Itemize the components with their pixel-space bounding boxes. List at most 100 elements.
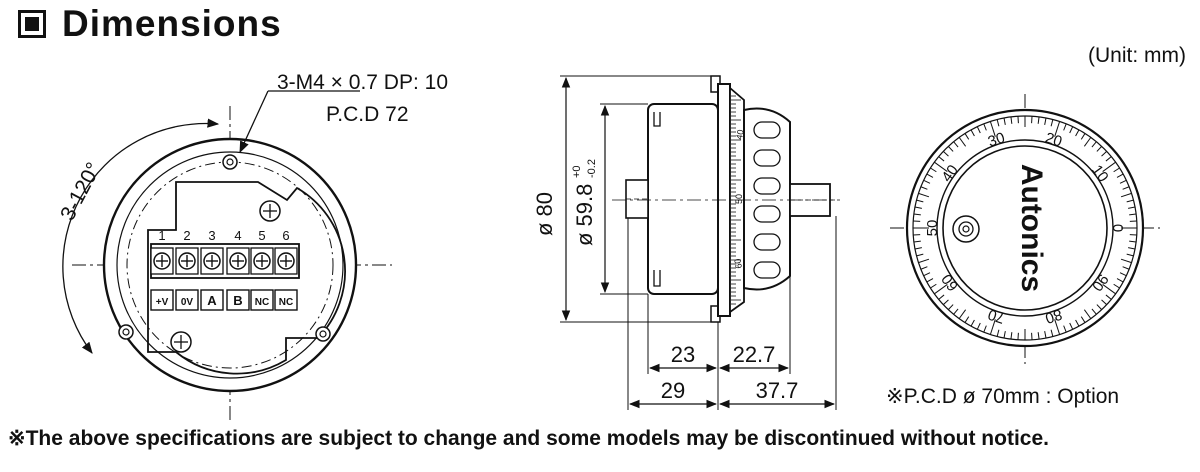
dial-face-tick [1069,322,1074,330]
dial-face-tick [953,141,959,148]
dial-face-tick [923,179,931,184]
dial-number: 40 [938,162,962,185]
dial-face-tick [1129,240,1137,243]
terminal-number: 5 [258,228,265,243]
dial-face-tick [983,325,987,333]
dial-number: 20 [1043,129,1064,150]
dial-face-tick [938,294,945,300]
dial-face-tick [916,199,924,203]
dial-face-tick [1044,117,1047,125]
terminal-number: 6 [282,228,289,243]
dial-face-tick [1075,319,1080,327]
terminal-label: B [233,293,242,308]
dial-face-tick [1037,116,1040,124]
dial-view [890,94,1160,364]
terminal-label: NC [279,297,293,308]
dial-face-tick [1119,272,1127,277]
dial-face-tick [913,240,921,243]
dial-face-tick [1120,258,1132,264]
dim-29-label: 29 [661,378,685,403]
thread-callout: 3-M4 × 0.7 DP: 10 [277,71,448,94]
dim-inner-tol-lower: -0.2 [586,159,598,178]
terminal-4 [226,247,250,275]
dial-face-tick [1075,129,1080,137]
thread-leader [240,90,360,152]
dial-face-ticks [913,116,1137,340]
dial-face-tick [1128,206,1136,209]
terminal-2 [175,247,199,275]
dial-face-tick [1120,192,1132,198]
dial-face-tick [914,247,922,250]
dial-face-tick [947,304,954,310]
dial-face-tick [996,119,1000,127]
dial-face-tick [1010,332,1013,340]
terminal-label-box [274,289,298,311]
dial-face-tick [1063,325,1067,333]
side-dial-mark-50: 50 [734,194,744,204]
dial-face-tick [930,167,937,173]
dial-face-tick [943,150,949,157]
mount-hole-left [118,324,134,340]
dial-face-tick [1113,167,1120,173]
dial-scale-inner [936,139,1114,317]
dial-face-tick [989,121,996,137]
dial-number: 80 [1043,305,1064,326]
side-dial-mark-60: 60 [732,258,744,270]
dial-face-tick [1122,186,1130,190]
terminal-6 [274,247,298,275]
dial-face-tick [1102,284,1116,295]
brand-logo: Autonics [1015,164,1048,292]
dial-face-tick [1083,309,1092,319]
dial-face-tick [983,123,987,131]
terminal-label: NC [255,297,269,308]
dial-face-tick [989,319,996,335]
dial-face-tick [1129,213,1137,216]
terminal-3 [200,247,224,275]
dim-inner-tol-upper: +0 [571,165,583,178]
terminal-label: A [207,293,217,308]
dial-face-tick [1105,156,1112,162]
terminal-number: 3 [208,228,215,243]
dial-face-tick [1003,331,1006,339]
terminal-label-box [175,289,199,311]
dial-face-tick [943,299,949,306]
dial-face-tick [1096,146,1103,152]
dial-face-tick [1101,150,1107,157]
dial-face-tick [1091,308,1097,315]
rear-body [647,103,719,295]
dial-face-tick [1054,121,1061,137]
dial-face-tick [1054,319,1061,335]
dial-face-tick [964,316,970,323]
dial-face-tick [1122,266,1130,270]
dial-number: 50 [924,220,941,237]
pcd-callout: P.C.D 72 [326,103,409,126]
terminal-number: 2 [183,228,190,243]
dial-face-tick [930,283,937,289]
dial-face-tick [1080,133,1086,140]
dial-face-tick [970,319,975,327]
rear-slot-top [653,112,661,127]
dial-face-tick [1102,161,1116,172]
unit-note: (Unit: mm) [1088,44,1186,67]
dial-face-tick [1126,253,1134,257]
dial-face-tick [926,173,934,178]
option-note: ※P.C.D ø 70mm : Option [886,385,1119,408]
filled-square-icon [18,10,46,38]
knob-grooves [753,121,781,279]
disclaimer-note: ※The above specifications are subject to… [8,427,1049,450]
dial-face-tick [964,133,970,140]
dial-face-tick [996,329,1000,337]
terminal-label: +V [156,297,169,308]
dial-number: 0 [1109,224,1126,232]
dial-face-tick [958,309,967,319]
terminal-label-box [200,289,224,311]
dial-face-tick [970,129,975,137]
dial-face-tick [1101,299,1107,306]
dial-face-tick [1113,283,1120,289]
dial-face-tick [1116,173,1124,178]
dial-face-tick [976,322,981,330]
